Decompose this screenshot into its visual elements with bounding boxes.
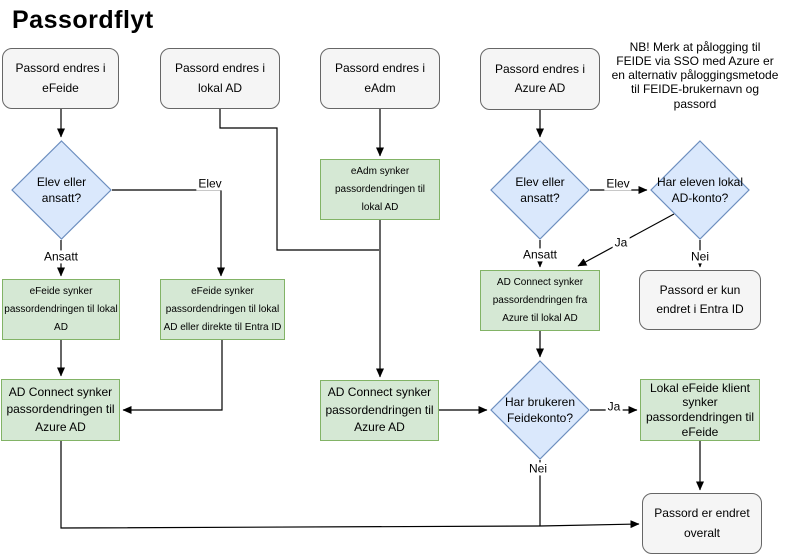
node-label: Lokal eFeide klient synker passordendrin… [645, 380, 755, 439]
node-label: Har eleven lokal AD-konto? [656, 174, 744, 205]
diamond-shape [11, 140, 112, 240]
decision-elev-eller-ansatt-1[interactable]: Elev eller ansatt? [11, 140, 112, 240]
edge-label-elev-1: Elev [196, 176, 224, 191]
end-passord-endret-overalt[interactable]: Passord er endret overalt [642, 493, 762, 554]
decision-har-eleven-lokal-ad-konto[interactable]: Har eleven lokal AD-konto? [650, 140, 750, 240]
diamond-shape [490, 140, 590, 240]
process-ad-connect-til-azure-mid[interactable]: AD Connect synker passordendringen til A… [320, 380, 439, 441]
node-label: AD Connect synker passordendringen til A… [325, 385, 434, 435]
decision-elev-eller-ansatt-2[interactable]: Elev eller ansatt? [490, 140, 590, 240]
node-label: Passord endres i Azure AD [494, 61, 586, 95]
decision-har-brukeren-feidekonto[interactable]: Har brukeren Feidekonto? [490, 360, 590, 460]
process-efeide-synker-lokal-ad[interactable]: eFeide synker passordendringen til lokal… [2, 279, 120, 340]
start-passord-endres-lokal-ad[interactable]: Passord endres i lokal AD [160, 48, 280, 109]
page-title: Passordflyt [12, 6, 154, 34]
node-label: AD Connect synker passordendringen til A… [6, 384, 115, 434]
diamond-shape [490, 360, 590, 460]
edge-label-nei-1: Nei [688, 249, 712, 264]
edge-label-ansatt-1: Ansatt [41, 249, 81, 264]
node-label: eFeide synker passordendringen til lokal… [4, 285, 118, 333]
edge-label-elev-2: Elev [604, 176, 632, 191]
edge-d1-elev-to-proc2 [112, 189, 225, 277]
start-passord-endres-efeide[interactable]: Passord endres i eFeide [2, 48, 119, 109]
node-label: Passord er kun endret i Entra ID [656, 282, 744, 316]
process-efeide-synker-entra-id[interactable]: eFeide synker passordendringen til lokal… [160, 279, 285, 340]
note-text: NB! Merk at pålogging til FEIDE via SSO … [611, 40, 779, 111]
node-label: AD Connect synker passordendringen fra A… [492, 276, 588, 324]
node-label: Elev eller ansatt? [515, 174, 565, 205]
process-lokal-efeide-klient[interactable]: Lokal eFeide klient synker passordendrin… [640, 379, 760, 441]
node-label: eFeide synker passordendringen til lokal… [163, 285, 282, 333]
node-label: Passord endres i eFeide [15, 61, 106, 95]
node-label: Passord endres i eAdm [334, 61, 426, 95]
start-passord-endres-eadm[interactable]: Passord endres i eAdm [320, 48, 440, 109]
edge-label-ja-1: Ja [612, 235, 630, 250]
edge-label-ansatt-2: Ansatt [520, 247, 560, 262]
process-ad-connect-fra-azure[interactable]: AD Connect synker passordendringen fra A… [480, 270, 600, 331]
edge-label-nei-2: Nei [526, 461, 550, 476]
edge-adconnect-left-to-end [60, 441, 640, 529]
node-label: Passord er endret overalt [654, 506, 750, 540]
diamond-shape [650, 140, 750, 240]
process-eadm-synker[interactable]: eAdm synker passordendringen til lokal A… [320, 159, 440, 220]
node-label: Passord endres i lokal AD [174, 61, 266, 95]
start-passord-endres-azure-ad[interactable]: Passord endres i Azure AD [480, 48, 600, 110]
node-label: eAdm synker passordendringen til lokal A… [334, 165, 426, 213]
node-label: Har brukeren Feidekonto? [504, 394, 576, 425]
edge-start-lokalad-merge [219, 109, 379, 251]
node-label: Elev eller ansatt? [36, 174, 87, 205]
end-passord-kun-endret-entra-id[interactable]: Passord er kun endret i Entra ID [639, 270, 761, 330]
edge-proc2-to-adconnect-left [122, 340, 223, 414]
edge-label-ja-2: Ja [605, 399, 623, 414]
process-ad-connect-til-azure-left[interactable]: AD Connect synker passordendringen til A… [1, 379, 120, 441]
